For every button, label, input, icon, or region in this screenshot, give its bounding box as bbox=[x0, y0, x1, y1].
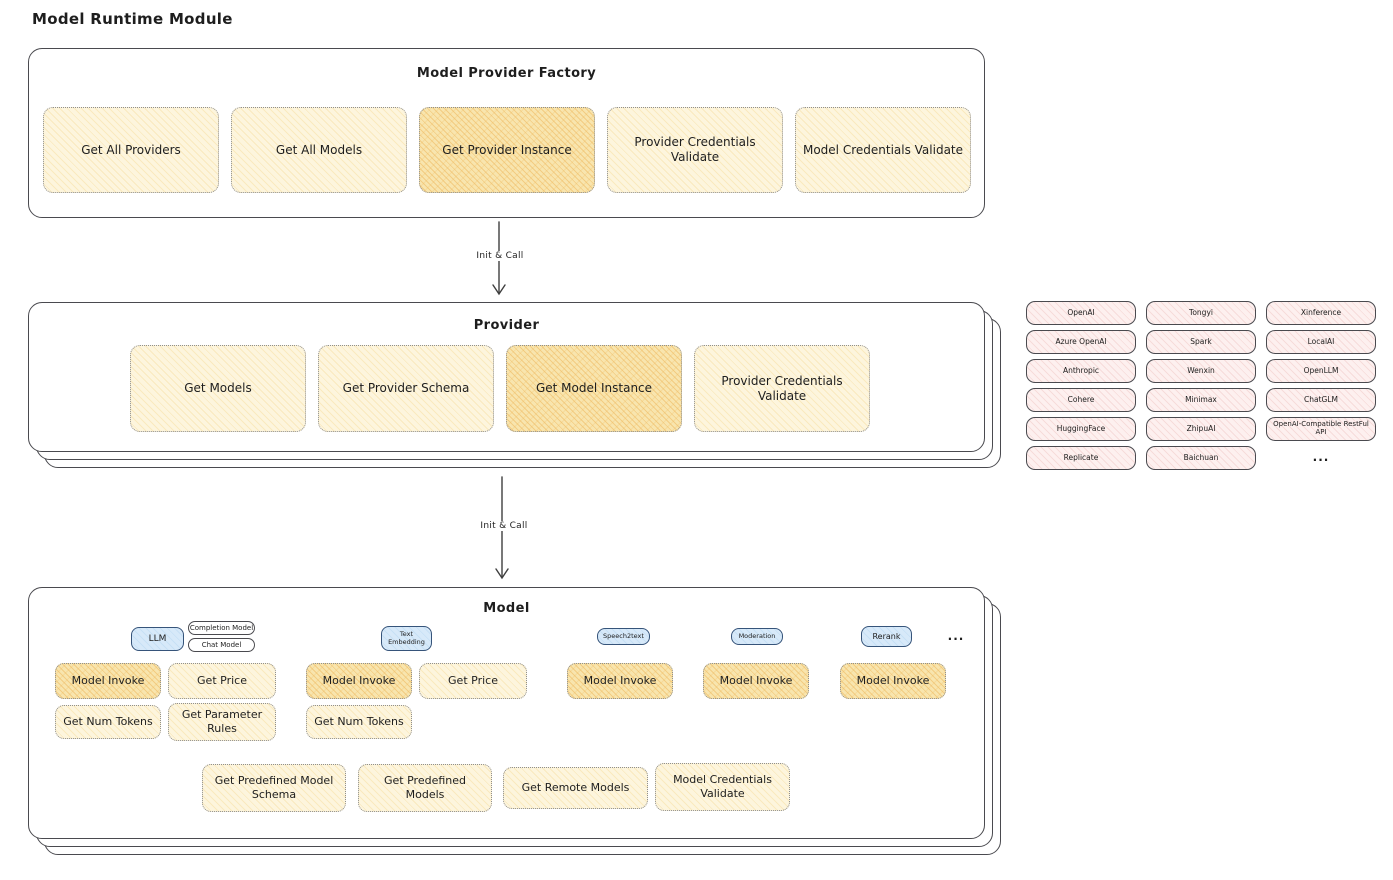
get-predefined-models-button: Get Predefined Models bbox=[358, 764, 492, 812]
provider-chip-baichuan: Baichuan bbox=[1146, 446, 1256, 470]
get-provider-schema-button: Get Provider Schema bbox=[318, 345, 494, 432]
get-all-models-button: Get All Models bbox=[231, 107, 407, 193]
init-call-label-1: Init & Call bbox=[462, 251, 538, 261]
get-num-tokens-button-text-embedding: Get Num Tokens bbox=[306, 705, 412, 739]
provider-title: Provider bbox=[473, 318, 540, 333]
provider-chip-huggingface: HuggingFace bbox=[1026, 417, 1136, 441]
provider-chip-openai: OpenAI bbox=[1026, 301, 1136, 325]
provider-chip-cohere: Cohere bbox=[1026, 388, 1136, 412]
init-call-label-2: Init & Call bbox=[466, 521, 542, 531]
get-price-button-llm: Get Price bbox=[168, 663, 276, 699]
provider-chip-wenxin: Wenxin bbox=[1146, 359, 1256, 383]
model-type-badge-rerank: Rerank bbox=[861, 626, 912, 647]
get-num-tokens-button-llm: Get Num Tokens bbox=[55, 705, 161, 739]
model-types-more-ellipsis: ... bbox=[947, 629, 965, 643]
provider-credentials-validate-button-2: Provider Credentials Validate bbox=[694, 345, 870, 432]
model-type-badge-llm: LLM bbox=[131, 627, 184, 651]
model-invoke-button-moderation: Model Invoke bbox=[703, 663, 809, 699]
get-models-button: Get Models bbox=[130, 345, 306, 432]
page-title: Model Runtime Module bbox=[32, 10, 233, 28]
get-model-instance-button: Get Model Instance bbox=[506, 345, 682, 432]
provider-credentials-validate-button: Provider Credentials Validate bbox=[607, 107, 783, 193]
provider-chip-zhipuai: ZhipuAI bbox=[1146, 417, 1256, 441]
provider-chip-spark: Spark bbox=[1146, 330, 1256, 354]
model-title: Model bbox=[483, 601, 530, 616]
provider-chip-replicate: Replicate bbox=[1026, 446, 1136, 470]
provider-chip-minimax: Minimax bbox=[1146, 388, 1256, 412]
model-type-badge-text-embedding: Text Embedding bbox=[381, 626, 432, 651]
model-invoke-button-llm: Model Invoke bbox=[55, 663, 161, 699]
provider-chip-openai-compatible: OpenAI-Compatible RestFul API bbox=[1266, 417, 1376, 441]
provider-chip-chatglm: ChatGLM bbox=[1266, 388, 1376, 412]
model-invoke-button-rerank: Model Invoke bbox=[840, 663, 946, 699]
get-provider-instance-button: Get Provider Instance bbox=[419, 107, 595, 193]
provider-chip-tongyi: Tongyi bbox=[1146, 301, 1256, 325]
get-predefined-model-schema-button: Get Predefined Model Schema bbox=[202, 764, 346, 812]
providers-more-ellipsis: ... bbox=[1312, 450, 1330, 464]
provider-chip-openllm: OpenLLM bbox=[1266, 359, 1376, 383]
model-invoke-button-text-embedding: Model Invoke bbox=[306, 663, 412, 699]
factory-title: Model Provider Factory bbox=[416, 66, 597, 81]
provider-chip-anthropic: Anthropic bbox=[1026, 359, 1136, 383]
get-all-providers-button: Get All Providers bbox=[43, 107, 219, 193]
model-type-badge-chat-model: Chat Model bbox=[188, 638, 255, 652]
model-invoke-button-speech2text: Model Invoke bbox=[567, 663, 673, 699]
model-type-badge-moderation: Moderation bbox=[731, 628, 783, 645]
get-remote-models-button: Get Remote Models bbox=[503, 767, 648, 809]
model-type-badge-completion-model: Completion Model bbox=[188, 621, 255, 635]
provider-chip-azure-openai: Azure OpenAI bbox=[1026, 330, 1136, 354]
get-price-button-text-embedding: Get Price bbox=[419, 663, 527, 699]
provider-chip-localai: LocalAI bbox=[1266, 330, 1376, 354]
model-type-badge-speech2text: Speech2text bbox=[597, 628, 650, 645]
get-parameter-rules-button: Get Parameter Rules bbox=[168, 703, 276, 741]
model-credentials-validate-button-2: Model Credentials Validate bbox=[655, 763, 790, 811]
model-credentials-validate-button: Model Credentials Validate bbox=[795, 107, 971, 193]
provider-chip-xinference: Xinference bbox=[1266, 301, 1376, 325]
